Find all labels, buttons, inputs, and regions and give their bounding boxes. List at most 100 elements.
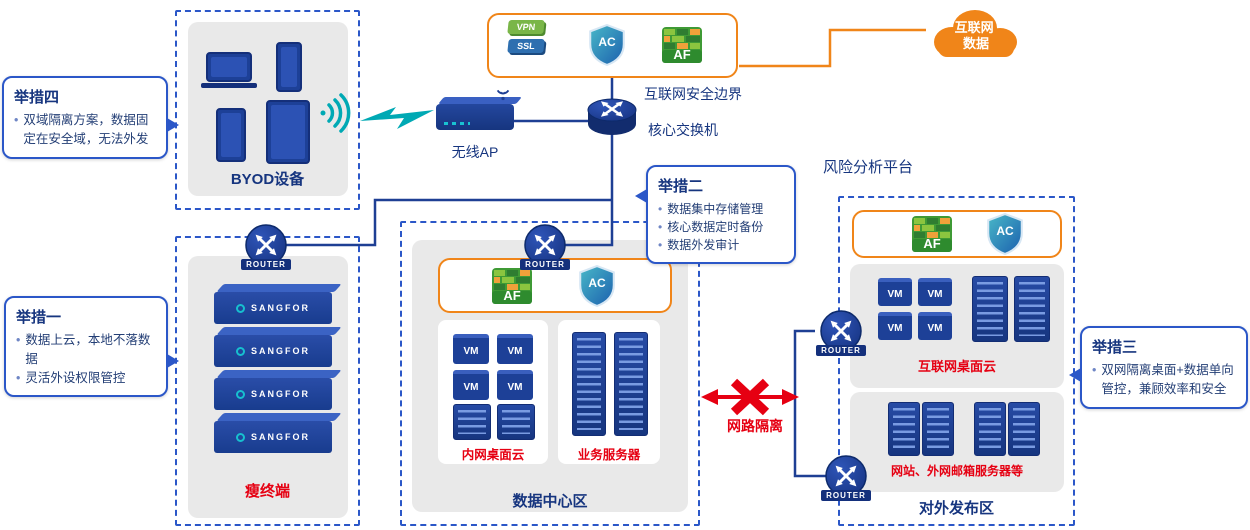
callout-title: 举措四: [14, 89, 60, 106]
af-firewall-icon: AF: [912, 216, 952, 252]
callout-item: 灵活外设权限管控: [16, 369, 156, 388]
risk-platform-label: 风险分析平台: [823, 159, 914, 176]
internet-boundary-label: 互联网安全边界: [644, 86, 742, 102]
callout-measure4: 举措四 双域隔离方案，数据固定在安全域，无法外发: [2, 76, 179, 159]
sangfor-logo-icon: [236, 389, 245, 399]
callout-pointer: [167, 354, 179, 368]
callout-pointer: [167, 118, 179, 132]
phone-icon: [216, 108, 246, 162]
vm-icon: VM: [453, 334, 489, 364]
vm-icon: VM: [878, 278, 912, 306]
ac-shield-icon: AC: [588, 23, 626, 67]
router-label: ROUTER: [816, 345, 866, 356]
server-rack-icon: [453, 404, 491, 440]
business-servers-label: 业务服务器: [577, 448, 641, 462]
callout-item: 数据外发审计: [658, 236, 784, 254]
server-rack-icon: [1008, 402, 1040, 456]
vpn-ssl-icon: VPN SSL: [502, 20, 550, 58]
af-label: AF: [503, 288, 521, 303]
sangfor-logo-icon: [236, 346, 245, 356]
server-rack-icon: [888, 402, 920, 456]
af-firewall-icon: AF: [492, 268, 532, 304]
callout-title: 举措二: [658, 178, 704, 195]
callout-item: 双网隔离桌面+数据单向管控，兼顾效率和安全: [1092, 361, 1236, 399]
intranet-desktop-cloud-label: 内网桌面云: [461, 448, 525, 462]
cloud-link-line: [739, 28, 926, 68]
router-icon: ROUTER: [238, 224, 294, 270]
callout-pointer: [1069, 368, 1081, 382]
network-isolation-icon: [701, 378, 799, 416]
router-label: ROUTER: [821, 490, 871, 501]
server-rack-icon: [974, 402, 1006, 456]
sangfor-logo-icon: [236, 432, 245, 442]
network-isolation-label: 网路隔离: [727, 418, 783, 434]
router-icon: ROUTER: [517, 224, 573, 270]
datacenter-zone-label: 数据中心区: [512, 493, 588, 510]
publish-servers-label: 网站、外网邮箱服务器等: [890, 464, 1023, 478]
af-label: AF: [673, 47, 691, 62]
router-icon: ROUTER: [813, 310, 869, 356]
wireless-ap-icon: [436, 89, 514, 130]
callout-item: 数据集中存储管理: [658, 200, 784, 218]
core-switch-label: 核心交换机: [648, 122, 718, 138]
router-icon: ROUTER: [818, 455, 874, 501]
cloud-text-line2: 数据: [963, 36, 989, 51]
laptop-base-icon: [201, 83, 257, 88]
vm-icon: VM: [453, 370, 489, 400]
wireless-ap-label: 无线AP: [451, 144, 499, 160]
sangfor-logo-icon: [236, 303, 245, 313]
appliance-label: SANGFOR: [251, 389, 310, 399]
vm-icon: VM: [878, 312, 912, 340]
server-rack-icon: [972, 276, 1008, 342]
cloud-text-line1: 互联网: [955, 20, 994, 35]
ac-label: AC: [598, 35, 616, 49]
appliance-label: SANGFOR: [251, 303, 310, 313]
ssl-label: SSL: [507, 39, 545, 53]
callout-measure1: 举措一 数据上云，本地不落数据 灵活外设权限管控: [4, 296, 179, 398]
sangfor-appliance: SANGFOR: [214, 378, 332, 410]
vm-icon: VM: [497, 334, 533, 364]
sangfor-appliance: SANGFOR: [214, 421, 332, 453]
vm-icon: VM: [497, 370, 533, 400]
server-rack-icon: [497, 404, 535, 440]
callout-pointer: [635, 189, 647, 203]
ac-shield-icon: AC: [986, 212, 1024, 256]
callout-measure3: 举措三 双网隔离桌面+数据单向管控，兼顾效率和安全: [1069, 326, 1248, 409]
byod-zone-label: BYOD设备: [230, 171, 305, 188]
publish-zone-label: 对外发布区: [918, 500, 994, 517]
publish-security-box: [852, 210, 1062, 258]
vm-icon: VM: [918, 278, 952, 306]
server-rack-icon: [1014, 276, 1050, 342]
callout-title: 举措三: [1092, 339, 1138, 356]
router-label: ROUTER: [241, 259, 291, 270]
core-switch-icon: [584, 92, 640, 149]
vpn-label: VPN: [507, 20, 545, 34]
callout-item: 数据上云，本地不落数据: [16, 331, 156, 369]
sangfor-appliance: SANGFOR: [214, 292, 332, 324]
appliance-label: SANGFOR: [251, 432, 310, 442]
wireless-bolt-icon: [360, 107, 434, 129]
tablet-icon: [266, 100, 310, 164]
wifi-icon: [320, 93, 351, 133]
callout-item: 核心数据定时备份: [658, 218, 784, 236]
internet-desktop-cloud-label: 互联网桌面云: [917, 359, 996, 374]
thin-terminal-label: 瘦终端: [244, 483, 290, 500]
ap-signal-icon: [496, 89, 510, 101]
ac-label: AC: [996, 224, 1014, 238]
ac-label: AC: [588, 276, 606, 290]
callout-title: 举措一: [16, 309, 62, 326]
af-firewall-icon: AF: [662, 27, 702, 63]
callout-item: 双域隔离方案，数据固定在安全域，无法外发: [14, 111, 156, 149]
server-rack-icon: [614, 332, 648, 436]
ac-shield-icon: AC: [578, 264, 616, 308]
vm-icon: VM: [918, 312, 952, 340]
af-label: AF: [923, 236, 941, 251]
server-rack-icon: [572, 332, 606, 436]
sangfor-appliance: SANGFOR: [214, 335, 332, 367]
phone-icon: [276, 42, 302, 92]
appliance-label: SANGFOR: [251, 346, 310, 356]
internet-data-cloud: 互联网 数据: [920, 2, 1030, 71]
callout-measure2: 举措二 数据集中存储管理 核心数据定时备份 数据外发审计: [635, 165, 796, 264]
server-rack-icon: [922, 402, 954, 456]
